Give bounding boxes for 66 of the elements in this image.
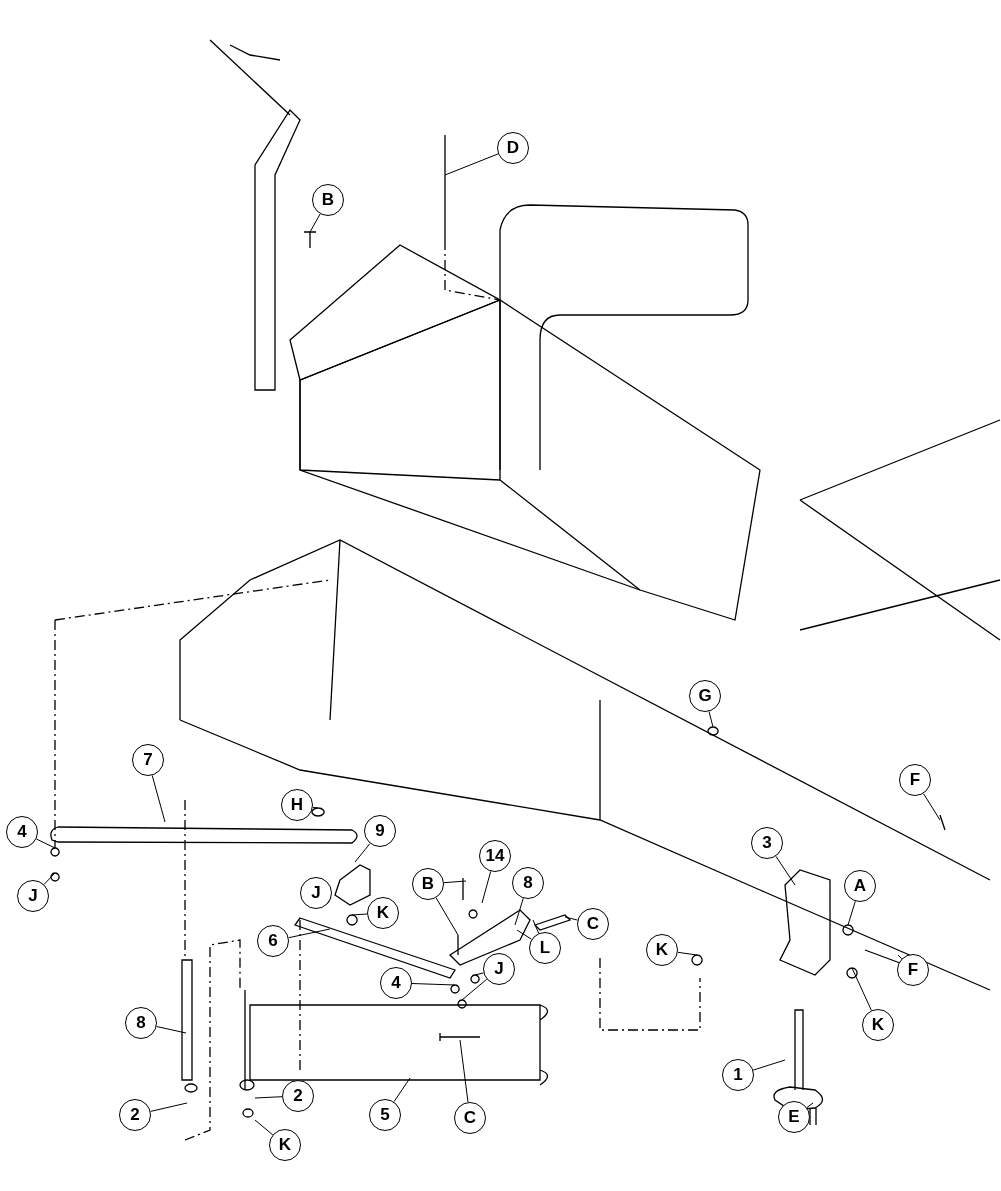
leader-line	[806, 1102, 814, 1108]
leader-line	[354, 843, 371, 863]
leader-line	[254, 1096, 283, 1099]
callout-label: F	[899, 764, 931, 796]
leader-line	[411, 983, 456, 986]
leader-line	[393, 1077, 411, 1103]
leader-line	[923, 793, 941, 821]
leader-line	[752, 1059, 786, 1071]
callout-label: A	[844, 870, 876, 902]
callout-label: K	[646, 934, 678, 966]
leader-line	[254, 1119, 274, 1136]
callout-label: 8	[512, 867, 544, 899]
leader-line	[847, 900, 856, 926]
callout-label: K	[862, 1009, 894, 1041]
leader-line	[897, 954, 903, 960]
leader-line	[309, 213, 321, 233]
leader-line	[514, 897, 524, 926]
callout-label: F	[897, 954, 929, 986]
callout-label: E	[778, 1101, 810, 1133]
callout-label: 4	[6, 816, 38, 848]
callout-label: J	[17, 880, 49, 912]
leader-line	[532, 919, 540, 934]
callout-label: 3	[751, 827, 783, 859]
callout-label: B	[312, 184, 344, 216]
leader-line	[851, 967, 872, 1011]
leader-line	[156, 1026, 187, 1034]
leader-line	[474, 972, 484, 976]
callout-label: L	[529, 932, 561, 964]
callout-label: H	[281, 789, 313, 821]
callout-label: 14	[479, 840, 511, 872]
callout-label: C	[577, 908, 609, 940]
callout-label: G	[689, 680, 721, 712]
leader-line	[288, 928, 331, 939]
leader-line	[461, 978, 488, 1001]
leader-line	[43, 872, 56, 885]
leader-line	[459, 1039, 469, 1103]
callout-label: J	[300, 877, 332, 909]
callout-label: 4	[380, 967, 412, 999]
leader-line	[312, 806, 319, 809]
leader-line	[150, 1102, 188, 1112]
callout-label: 2	[119, 1099, 151, 1131]
callout-label: B	[412, 868, 444, 900]
leader-line	[516, 929, 532, 940]
leader-line	[443, 880, 467, 884]
leader-line	[351, 913, 368, 916]
callout-label: 5	[369, 1099, 401, 1131]
callout-label: 8	[125, 1007, 157, 1039]
leader-line	[708, 711, 714, 728]
callout-label: 1	[722, 1059, 754, 1091]
callout-label: J	[483, 953, 515, 985]
leader-line	[35, 838, 56, 849]
leader-line	[435, 897, 459, 936]
leader-line	[677, 951, 698, 956]
leader-line	[481, 870, 492, 904]
callout-label: C	[454, 1102, 486, 1134]
callout-label: 7	[132, 744, 164, 776]
callout-label: 6	[257, 925, 289, 957]
callout-label: K	[367, 897, 399, 929]
leader-line	[564, 916, 578, 921]
callout-label: D	[497, 132, 529, 164]
callout-label: K	[269, 1129, 301, 1161]
leader-line	[151, 774, 166, 823]
callout-label: 9	[364, 815, 396, 847]
callout-label: 2	[282, 1080, 314, 1112]
leader-line	[444, 153, 499, 176]
leader-line	[775, 855, 796, 886]
